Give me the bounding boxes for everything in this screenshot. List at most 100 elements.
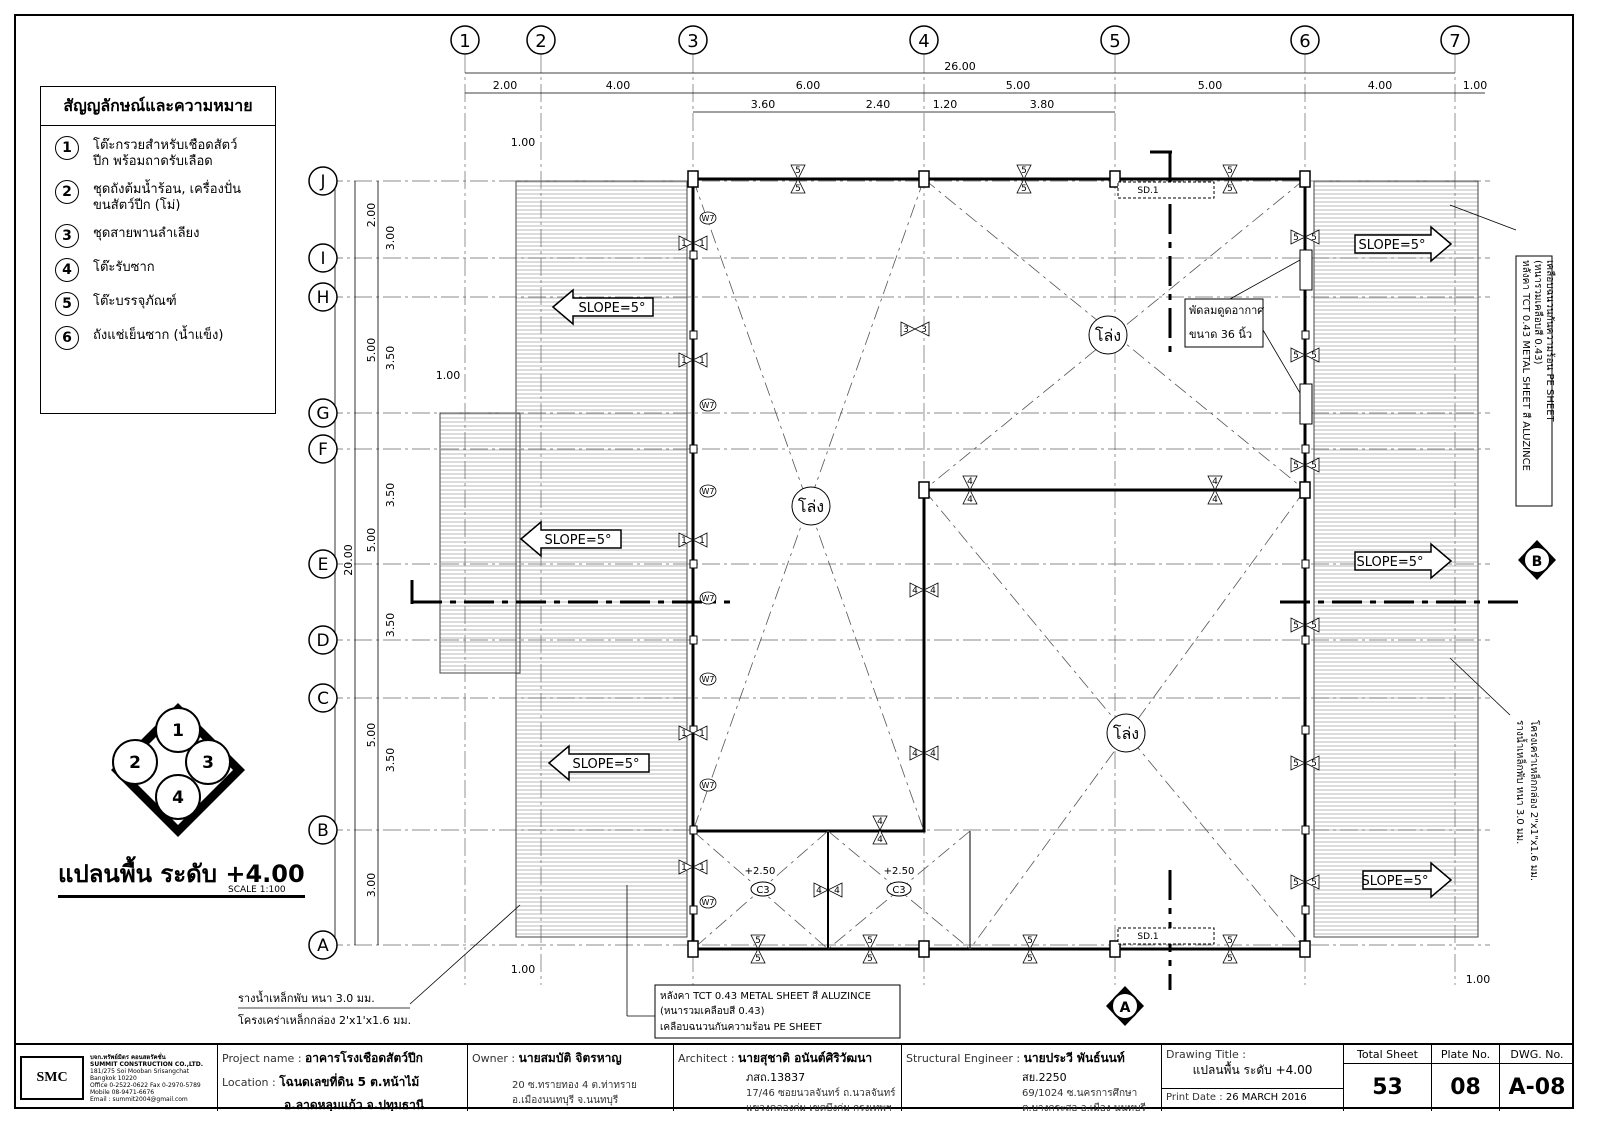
equipment-number: 4 xyxy=(816,886,822,896)
grid-bubble-row: E xyxy=(308,549,338,579)
key-symbol: 1 2 3 4 xyxy=(111,703,245,837)
wall-post xyxy=(1301,905,1310,915)
grid-bubble-row: I xyxy=(308,243,338,273)
grid-bubble-column: 6 xyxy=(1290,25,1320,55)
wall-post xyxy=(1301,635,1310,645)
grid-row-label: F xyxy=(318,440,328,460)
equipment-number: 5 xyxy=(1311,759,1317,769)
dim-left-inner-4: 3.50 xyxy=(384,613,397,638)
owner-name: นายสมบัติ จิตรหาญ xyxy=(518,1051,622,1065)
slope-label: SLOPE=5° xyxy=(579,301,646,316)
equipment-number: 5 xyxy=(1027,936,1033,946)
equipment-number: 1 xyxy=(681,536,687,546)
grid-bubble-row: B xyxy=(308,815,338,845)
overall-height-dim: 20.00 xyxy=(342,544,355,576)
grid-column-label: 4 xyxy=(918,31,929,52)
grid-row-label: D xyxy=(316,631,329,651)
equipment-number: 5 xyxy=(1227,166,1233,176)
project-label: Project name : xyxy=(222,1052,302,1065)
dim-left-outer-5: 3.00 xyxy=(365,873,378,898)
legend-number: 4 xyxy=(55,258,79,282)
level-label: +2.50 xyxy=(745,866,776,877)
gutter-note-left-line1: รางน้ำเหล็กพับ หนา 3.0 มม. xyxy=(238,990,375,1005)
equipment-number: 4 xyxy=(834,886,840,896)
dim-4-5: 5.00 xyxy=(1006,79,1031,92)
dim-inner-3: 1.20 xyxy=(933,98,958,111)
equipment-marker: 55 xyxy=(750,934,766,964)
plan-title: แปลนพื้น ระดับ +4.00 xyxy=(58,854,305,898)
equipment-number: 1 xyxy=(699,729,705,739)
grid-row-label: H xyxy=(317,288,330,308)
company-name: บจก.ทรัพย์มิตร คอนสตรัคชั่น xyxy=(90,1053,166,1061)
total-sheet-label: Total Sheet xyxy=(1344,1045,1431,1064)
wall-post xyxy=(689,635,698,645)
equipment-number: 4 xyxy=(967,495,973,505)
equipment-number: 1 xyxy=(681,239,687,249)
fan-note: พัดลมดูดอากาศ ขนาด 36 นิ้ว xyxy=(1184,249,1313,425)
gutter-note-right-line2: โครงเคร่าเหล็กกล่อง 2"x1"x1.6 มม. xyxy=(1528,720,1542,881)
window-tag-label: W7 xyxy=(702,214,715,223)
plate-no-value: 08 xyxy=(1450,1074,1481,1100)
equipment-number: 5 xyxy=(1293,351,1299,361)
plate-no-label: Plate No. xyxy=(1432,1045,1499,1064)
slope-arrow-left-1: SLOPE=5° xyxy=(551,288,654,326)
grid-bubble-row: A xyxy=(308,930,338,960)
location-line2: อ.ลาดหลุมแก้ว จ.ปทุมธานี xyxy=(284,1098,425,1111)
grid-bubble-row: C xyxy=(308,683,338,713)
gutter-note-left: รางน้ำเหล็กพับ หนา 3.0 มม. โครงเคร่าเหล็… xyxy=(238,904,521,1027)
equipment-number: 4 xyxy=(912,586,918,596)
architect-cell: Architect : นายสุชาติ อนันต์ศิริวัฒนา ภส… xyxy=(674,1045,902,1111)
structural-column xyxy=(1299,940,1311,958)
wall-post xyxy=(689,905,698,915)
slope-label: SLOPE=5° xyxy=(1357,555,1424,570)
grid-bubble-column: 2 xyxy=(526,25,556,55)
slope-arrow-right-1: SLOPE=5° xyxy=(1354,225,1453,263)
roof-note-bottom-line3: เคลือบฉนวนกันความร้อน PE SHEET xyxy=(660,1021,823,1033)
dim-left-inner-3: 3.50 xyxy=(384,483,397,508)
legend-number: 6 xyxy=(55,326,79,350)
overhang-dim-right: 1.00 xyxy=(1466,973,1491,986)
dim-inner-4: 3.80 xyxy=(1030,98,1055,111)
overhang-dim-bottom: 1.00 xyxy=(511,963,536,976)
wall-post xyxy=(1301,825,1310,835)
equipment-number: 4 xyxy=(930,749,936,759)
sd-label: SD.1 xyxy=(1137,186,1158,196)
structural-column xyxy=(918,481,930,499)
company-logo: SMC xyxy=(20,1056,84,1100)
wall-post xyxy=(689,725,698,735)
total-sheet-cell: Total Sheet 53 xyxy=(1344,1045,1432,1111)
window-tag: W7 xyxy=(699,895,717,909)
architect-name: นายสุชาติ อนันต์ศิริวัฒนา xyxy=(738,1051,873,1065)
dim-left-outer-1: 2.00 xyxy=(365,203,378,228)
key-number: 2 xyxy=(129,753,141,773)
grid-bubble-column: 7 xyxy=(1440,25,1470,55)
sd-label: SD.1 xyxy=(1137,932,1158,942)
columns xyxy=(687,170,1311,958)
window-tag: W7 xyxy=(699,672,717,686)
wall-post xyxy=(689,444,698,454)
key-number: 4 xyxy=(172,788,184,808)
equipment-number: 5 xyxy=(1293,878,1299,888)
equipment-number: 1 xyxy=(699,239,705,249)
structural-label: Structural Engineer : xyxy=(906,1052,1021,1065)
drawing-title: แปลนพื้น ระดับ +4.00 xyxy=(1192,1063,1313,1077)
structural-column xyxy=(1109,170,1121,188)
dim-inner-1: 3.60 xyxy=(751,98,776,111)
open-label: โล่ง xyxy=(1095,326,1121,345)
owner-cell: Owner : นายสมบัติ จิตรหาญ 20 ซ.ทรายทอง 4… xyxy=(468,1045,674,1111)
grid-bubble-column: 5 xyxy=(1100,25,1130,55)
overall-width-dim: 26.00 xyxy=(944,60,976,73)
dim-inner-2: 2.40 xyxy=(866,98,891,111)
wall-post xyxy=(1301,559,1310,569)
company-address: 181/275 Soi Mooban Srisangchat xyxy=(90,1067,190,1075)
company-name-en: SUMMIT CONSTRUCTION CO.,LTD. xyxy=(90,1060,204,1068)
gutter-note-right: รางน้ำเหล็กพับ หนา 3.0 มม. โครงเคร่าเหล็… xyxy=(1449,657,1542,881)
